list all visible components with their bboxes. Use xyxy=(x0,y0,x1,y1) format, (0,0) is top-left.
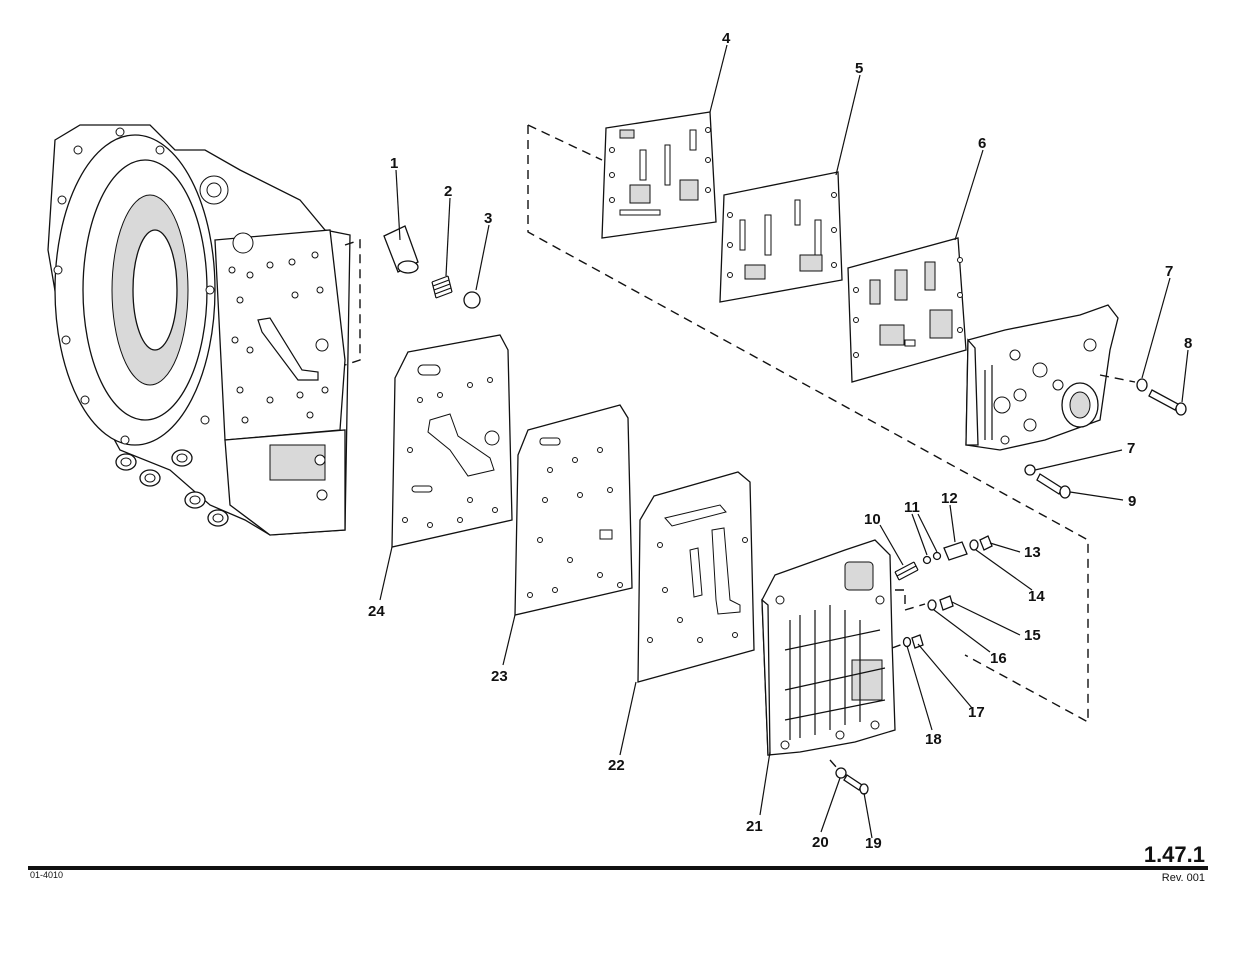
part-10-spring xyxy=(894,561,919,581)
part-7-washer-upper xyxy=(1136,378,1148,392)
callout-17: 17 xyxy=(968,704,985,721)
part-21-valve-body xyxy=(761,539,896,756)
callout-13: 13 xyxy=(1024,544,1041,561)
flange-bolt-holes xyxy=(53,127,215,445)
part-13-plug xyxy=(979,535,993,551)
callout-9: 9 xyxy=(1128,493,1136,510)
part-19-bolt xyxy=(843,774,869,795)
bolt-8-leader xyxy=(1099,374,1136,383)
callout-19: 19 xyxy=(865,835,882,852)
plates-dashed-top xyxy=(527,124,603,161)
footer-rule xyxy=(28,866,1208,870)
housing-dashed-leader xyxy=(344,239,361,366)
part-12-sleeve xyxy=(943,541,968,561)
bolt-19-leader xyxy=(829,759,838,769)
callout-5: 5 xyxy=(855,60,863,77)
transmission-housing xyxy=(47,124,351,536)
callout-24: 24 xyxy=(368,603,385,620)
callout-20: 20 xyxy=(812,834,829,851)
part-22-gasket xyxy=(637,471,755,683)
callout-12: 12 xyxy=(941,490,958,507)
revision-label: Rev. 001 xyxy=(1161,872,1205,884)
drawing-code: 01-4010 xyxy=(30,870,64,880)
part-9-bolt xyxy=(1036,473,1071,499)
part-14-o-ring xyxy=(969,539,979,551)
callout-3: 3 xyxy=(484,210,492,227)
leader-lines xyxy=(379,44,1189,839)
part-8-bolt xyxy=(1148,389,1187,416)
part-6-plate xyxy=(847,237,967,383)
part-20-washer xyxy=(835,767,847,779)
callout-numbers: 1 2 3 4 5 6 7 8 7 9 10 11 12 13 14 15 16… xyxy=(368,30,1192,852)
part-7-washer-lower xyxy=(1024,464,1036,476)
callout-15: 15 xyxy=(1024,627,1041,644)
part-3-ball xyxy=(463,291,481,309)
part-16-o-ring xyxy=(927,599,937,611)
callout-8: 8 xyxy=(1184,335,1192,352)
callout-6: 6 xyxy=(978,135,986,152)
part-4-plate xyxy=(601,111,717,239)
part-5-plate xyxy=(719,171,843,303)
callout-23: 23 xyxy=(491,668,508,685)
callout-4: 4 xyxy=(722,30,731,47)
callout-16: 16 xyxy=(990,650,1007,667)
part-23-gasket xyxy=(514,404,633,616)
part-1-sleeve xyxy=(383,225,419,274)
part-2-spring xyxy=(431,275,453,299)
part-17-plug xyxy=(911,634,924,649)
callout-11: 11 xyxy=(904,499,920,516)
plug-17-leader xyxy=(891,643,904,649)
part-15-plug xyxy=(939,595,954,611)
part-18-o-ring xyxy=(902,636,912,648)
callout-18: 18 xyxy=(925,731,942,748)
page-number: 1.47.1 xyxy=(1143,842,1205,867)
housing-bolt-holes xyxy=(228,251,329,501)
callout-7-lower: 7 xyxy=(1127,440,1135,457)
callout-10: 10 xyxy=(864,511,881,528)
callout-1: 1 xyxy=(390,155,398,172)
callout-21: 21 xyxy=(746,818,763,835)
housing-ports xyxy=(115,449,229,527)
callout-2: 2 xyxy=(444,183,452,200)
callout-14: 14 xyxy=(1028,588,1045,605)
part-24-gasket xyxy=(391,334,513,548)
plug-15-leader xyxy=(895,589,926,611)
callout-7-upper: 7 xyxy=(1165,263,1173,280)
valve-block-upper xyxy=(965,304,1119,451)
part-11-balls xyxy=(922,551,942,565)
callout-22: 22 xyxy=(608,757,625,774)
